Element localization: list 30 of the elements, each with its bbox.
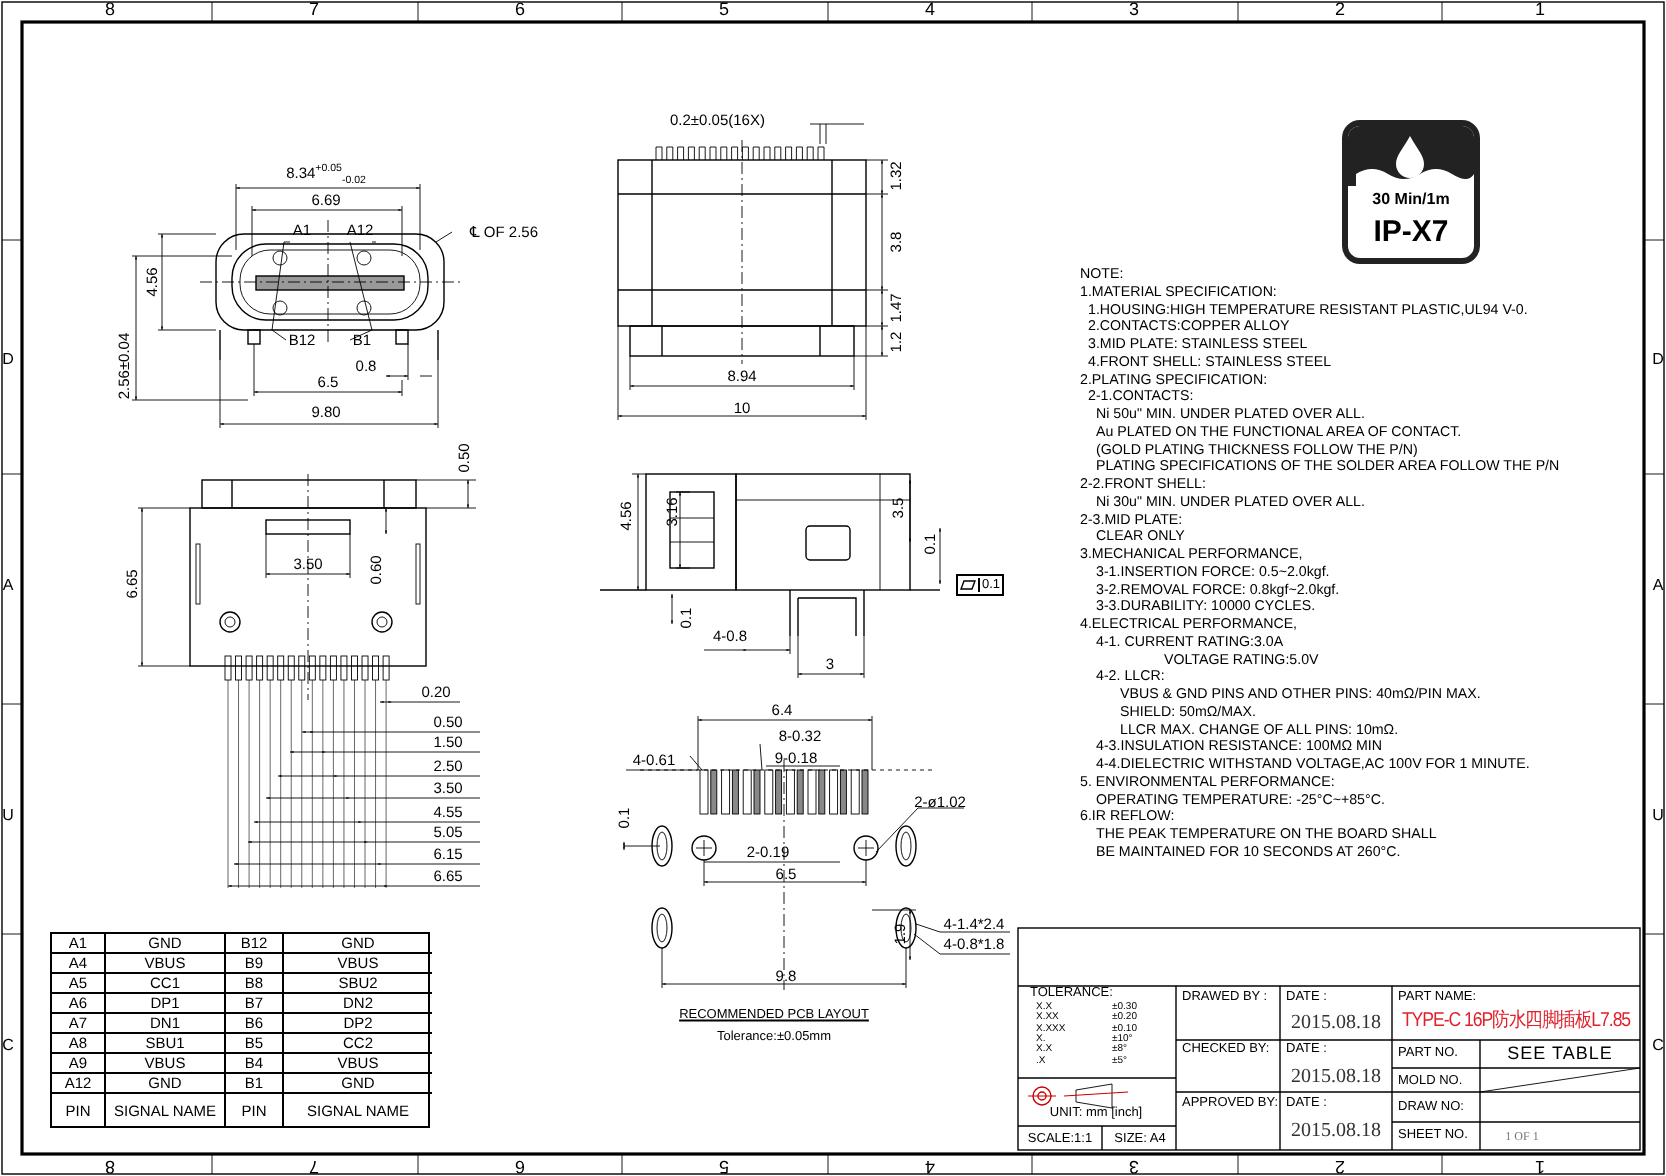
zone-number: 2	[1335, 1, 1345, 19]
zone-letter: U	[2, 808, 14, 824]
zone-letter: C	[2, 1038, 14, 1054]
zone-number: 8	[105, 1, 115, 19]
zone-number: 7	[309, 1157, 319, 1175]
zone-number: 1	[1535, 1157, 1545, 1175]
zone-number: 4	[925, 1, 935, 19]
zone-letter: D	[1652, 352, 1664, 368]
zone-number: 6	[515, 1157, 525, 1175]
part-name-value: TYPE-C 16P防水四脚插板L7.85	[1401, 1012, 1631, 1032]
zone-number: 1	[1535, 1, 1545, 19]
zone-letter: D	[2, 352, 14, 368]
zone-number: 5	[719, 1, 729, 19]
date-value: 2015.08.18	[1291, 1014, 1381, 1034]
badge-text: IP-X7	[1373, 217, 1449, 247]
zone-letter: C	[1652, 1038, 1664, 1054]
zone-letter: U	[1652, 808, 1664, 824]
zone-number: 6	[515, 1, 525, 19]
date-value: 2015.08.18	[1291, 1068, 1381, 1088]
zone-number: 4	[925, 1157, 935, 1175]
part-number-value: SEE TABLE	[1507, 1045, 1613, 1063]
zone-number: 8	[105, 1157, 115, 1175]
zone-letter: A	[2, 578, 14, 594]
zone-number: 7	[309, 1, 319, 19]
date-value: 2015.08.18	[1291, 1122, 1381, 1142]
zone-number: 2	[1335, 1157, 1345, 1175]
zone-number: 3	[1129, 1, 1139, 19]
badge-text: 30 Min/1m	[1372, 192, 1450, 208]
zone-number: 3	[1129, 1157, 1139, 1175]
zone-number: 5	[719, 1157, 729, 1175]
